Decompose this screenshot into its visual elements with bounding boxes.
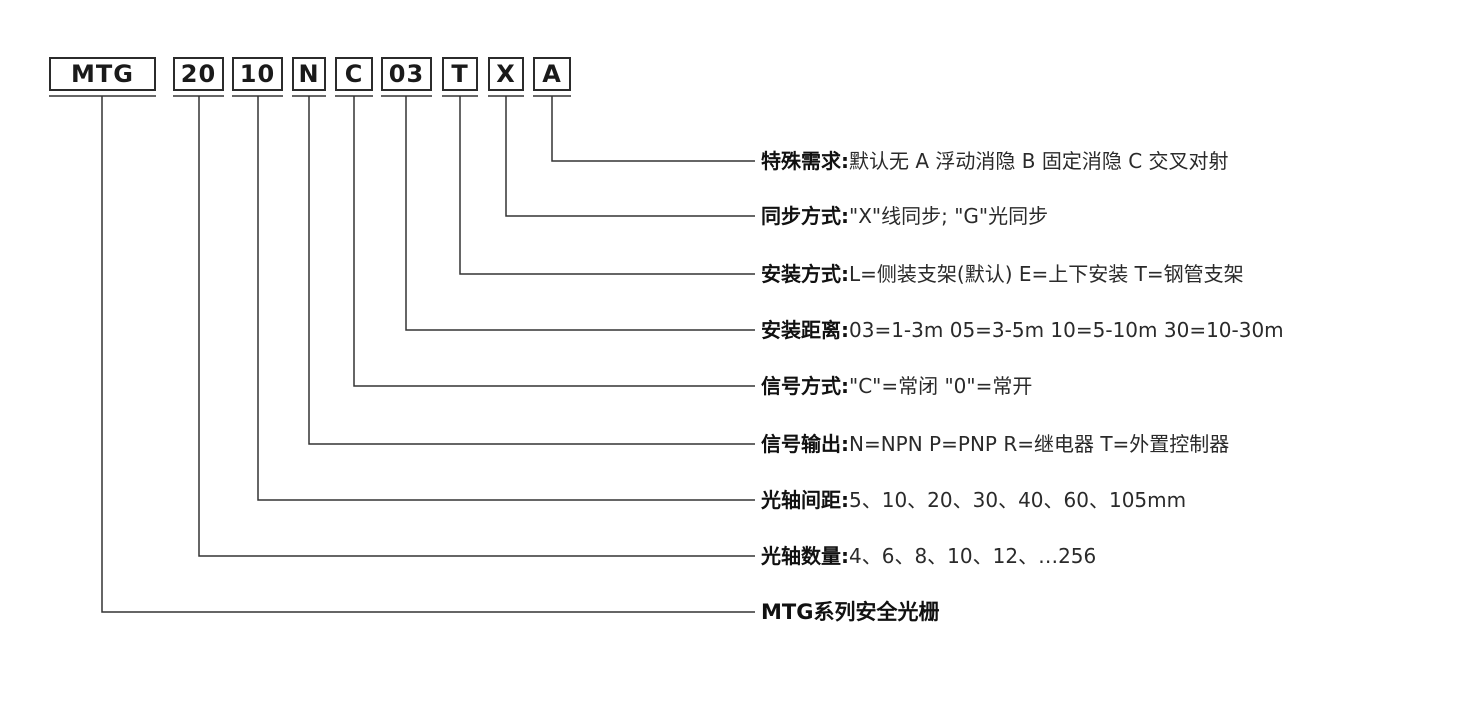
- row-label: 安装距离:: [761, 318, 849, 342]
- row-description: 默认无 A 浮动消隐 B 固定消隐 C 交叉对射: [849, 149, 1229, 173]
- code-box-signal-output: N: [292, 57, 326, 91]
- code-box-axis-spacing: 10: [232, 57, 283, 91]
- row-axis-spacing: 光轴间距: 5、10、20、30、40、60、105mm: [761, 486, 1186, 514]
- row-description: 03=1-3m 05=3-5m 10=5-10m 30=10-30m: [849, 318, 1284, 342]
- leader-line-install-distance: [405, 96, 755, 331]
- row-description: L=侧装支架(默认) E=上下安装 T=钢管支架: [849, 262, 1244, 286]
- code-box-series: MTG: [49, 57, 156, 91]
- row-sync-mode: 同步方式: "X"线同步; "G"光同步: [761, 202, 1048, 230]
- row-description: 4、6、8、10、12、…256: [849, 544, 1097, 568]
- row-label: 信号输出:: [761, 432, 849, 456]
- leader-line-signal-output: [308, 96, 755, 445]
- row-label: 同步方式:: [761, 204, 849, 228]
- leader-line-series: [101, 96, 755, 613]
- leader-line-install-mode: [459, 96, 755, 275]
- row-special-requirement: 特殊需求: 默认无 A 浮动消隐 B 固定消隐 C 交叉对射: [761, 147, 1229, 175]
- row-install-distance: 安装距离: 03=1-3m 05=3-5m 10=5-10m 30=10-30m: [761, 316, 1284, 344]
- leader-line-sync-mode: [505, 96, 755, 217]
- leader-line-signal-mode: [353, 96, 755, 387]
- row-label: 光轴间距:: [761, 488, 849, 512]
- row-description: 5、10、20、30、40、60、105mm: [849, 488, 1187, 512]
- leader-line-special-requirement: [551, 96, 755, 162]
- row-label: 信号方式:: [761, 374, 849, 398]
- row-description: "X"线同步; "G"光同步: [849, 204, 1049, 228]
- code-box-axis-count: 20: [173, 57, 224, 91]
- leader-line-axis-spacing: [257, 96, 755, 501]
- row-axis-count: 光轴数量: 4、6、8、10、12、…256: [761, 542, 1096, 570]
- row-label: 光轴数量:: [761, 544, 849, 568]
- row-signal-output: 信号输出: N=NPN P=PNP R=继电器 T=外置控制器: [761, 430, 1229, 458]
- leader-line-axis-count: [198, 96, 755, 557]
- row-description: "C"=常闭 "0"=常开: [849, 374, 1033, 398]
- row-label: 特殊需求:: [761, 149, 849, 173]
- code-box-sync-mode: X: [488, 57, 524, 91]
- row-description: N=NPN P=PNP R=继电器 T=外置控制器: [849, 432, 1230, 456]
- code-box-install-distance: 03: [381, 57, 432, 91]
- code-box-special-requirement: A: [533, 57, 571, 91]
- row-series-title: MTG系列安全光栅: [761, 598, 939, 626]
- row-signal-mode: 信号方式: "C"=常闭 "0"=常开: [761, 372, 1032, 400]
- code-box-install-mode: T: [442, 57, 478, 91]
- series-title: MTG系列安全光栅: [761, 600, 940, 624]
- code-box-signal-mode: C: [335, 57, 373, 91]
- row-label: 安装方式:: [761, 262, 849, 286]
- row-install-mode: 安装方式: L=侧装支架(默认) E=上下安装 T=钢管支架: [761, 260, 1244, 288]
